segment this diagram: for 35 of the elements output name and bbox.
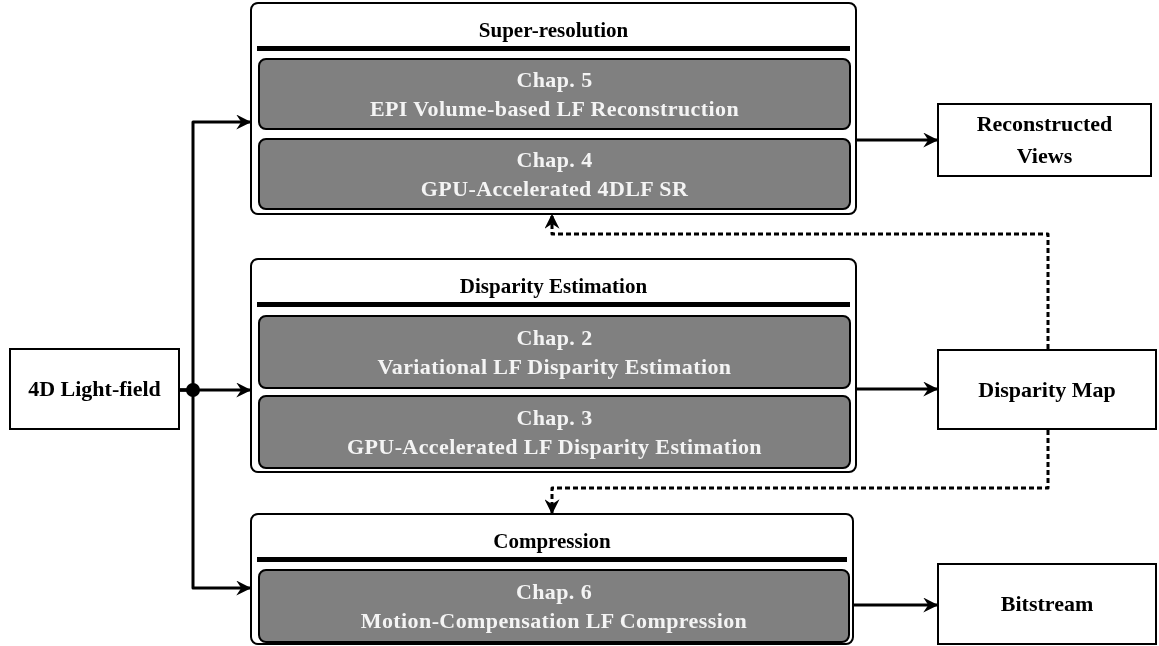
chapter-number: Chap. 5 bbox=[516, 66, 593, 94]
chapter-title: GPU-Accelerated 4DLF SR bbox=[420, 175, 689, 203]
arrow bbox=[857, 381, 939, 397]
arrow bbox=[180, 388, 252, 596]
chapter-number: Chap. 4 bbox=[516, 146, 593, 174]
group-panel bbox=[250, 2, 857, 215]
box-label: Reconstructed Views bbox=[975, 110, 1114, 170]
box-label: Bitstream bbox=[1000, 590, 1094, 618]
group-panel bbox=[250, 513, 854, 645]
chapter-title: GPU-Accelerated LF Disparity Estimation bbox=[347, 433, 762, 461]
chapter-box bbox=[258, 395, 851, 469]
chapter-box bbox=[258, 138, 851, 210]
dashed-arrow bbox=[544, 430, 1050, 515]
process-box bbox=[937, 103, 1152, 177]
box-label: 4D Light-field bbox=[28, 375, 161, 403]
chapter-box bbox=[258, 315, 851, 389]
chapter-number: Chap. 6 bbox=[515, 578, 593, 606]
group-heading: Disparity Estimation bbox=[458, 273, 649, 300]
process-box bbox=[937, 349, 1157, 430]
arrow bbox=[857, 132, 939, 148]
chapter-box bbox=[258, 58, 851, 130]
box-label: Disparity Map bbox=[978, 375, 1116, 404]
chapter-title: EPI Volume-based LF Reconstruction bbox=[369, 95, 740, 123]
chapter-number: Chap. 2 bbox=[516, 324, 593, 352]
chapter-title: Variational LF Disparity Estimation bbox=[377, 353, 732, 381]
group-heading: Compression bbox=[492, 528, 612, 555]
arrow bbox=[854, 597, 939, 613]
process-box bbox=[9, 348, 180, 430]
chapter-box bbox=[258, 569, 850, 643]
chapter-number: Chap. 3 bbox=[516, 404, 593, 432]
group-panel bbox=[250, 258, 857, 473]
dashed-arrow bbox=[544, 213, 1050, 349]
process-box bbox=[937, 563, 1157, 645]
group-heading: Super-resolution bbox=[477, 17, 630, 44]
chapter-title: Motion-Compensation LF Compression bbox=[360, 607, 748, 635]
